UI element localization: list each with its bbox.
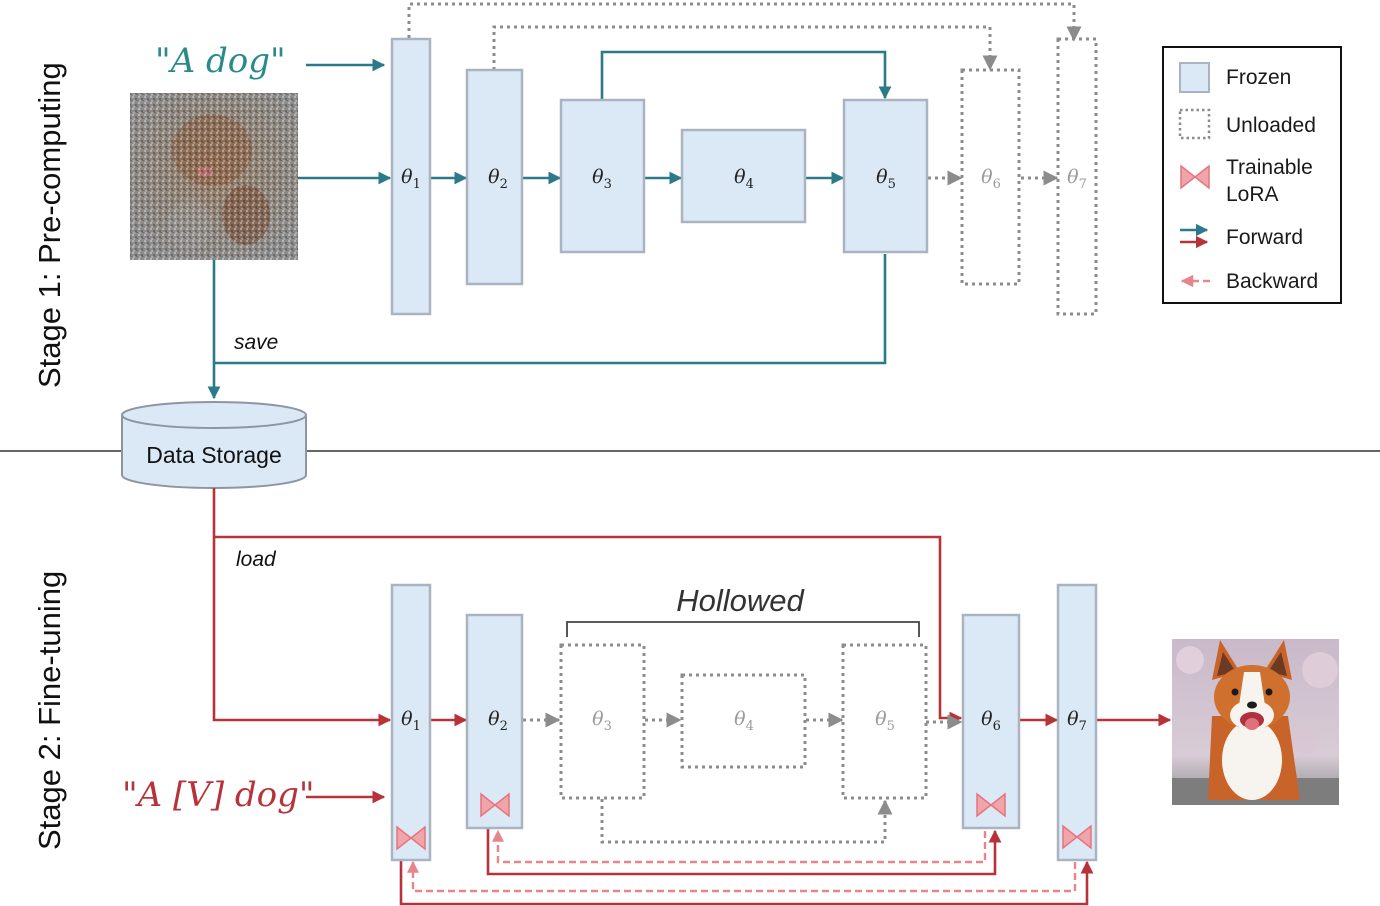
svg-text:θ7: θ7 <box>1067 708 1087 734</box>
s2-block-theta6: θ6 <box>961 613 1021 830</box>
s2-theta4-symbol: θ <box>734 708 746 730</box>
legend: Frozen Unloaded Trainable LoRA Forward B… <box>1162 46 1342 304</box>
s1-theta3-sub: 3 <box>604 177 612 192</box>
s2-theta2-symbol: θ <box>488 708 500 730</box>
svg-text:θ5: θ5 <box>876 166 896 192</box>
s2-skip-2-6 <box>486 829 1002 876</box>
s1-theta7-sub: 7 <box>1079 177 1087 192</box>
s1-theta3-symbol: θ <box>592 166 604 188</box>
legend-frozen-label: Frozen <box>1226 66 1291 89</box>
s2-backward-7-1 <box>407 860 1077 893</box>
s1-theta2-symbol: θ <box>488 166 500 188</box>
svg-text:θ6: θ6 <box>981 166 1001 192</box>
s2-block-theta3: θ3 <box>559 643 646 800</box>
s1-block-theta2: θ2 <box>465 68 524 286</box>
s2-backward-6-2 <box>492 829 987 864</box>
legend-backward-label: Backward <box>1226 270 1318 293</box>
s2-theta3-symbol: θ <box>592 708 604 730</box>
s2-block-theta5: θ5 <box>841 643 928 800</box>
hollowed-bracket <box>566 621 920 637</box>
svg-text:θ6: θ6 <box>981 708 1001 734</box>
s1-block-theta1: θ1 <box>390 37 432 316</box>
s1-block-theta5: θ5 <box>842 98 929 254</box>
s2-theta6-lora-icon <box>976 792 1006 818</box>
s1-theta5-sub: 5 <box>888 177 896 192</box>
s2-theta3-sub: 3 <box>604 719 612 734</box>
noisy-dog-image <box>130 93 298 260</box>
s1-theta7-symbol: θ <box>1067 166 1079 188</box>
s1-block-theta3: θ3 <box>559 98 646 254</box>
s2-theta2-lora-icon <box>480 792 510 818</box>
svg-text:θ4: θ4 <box>734 166 754 192</box>
s2-theta5-sub: 5 <box>887 719 895 734</box>
s1-theta4-sub: 4 <box>746 177 754 192</box>
s2-load-to-theta1 <box>212 488 392 727</box>
legend-lora-label-line2: LoRA <box>1226 183 1279 206</box>
s1-theta2-sub: 2 <box>500 177 508 192</box>
s2-theta1-sub: 1 <box>413 719 421 734</box>
s2-theta7-lora-icon <box>1062 824 1092 850</box>
load-label: load <box>236 548 277 571</box>
s2-theta5-symbol: θ <box>875 708 887 730</box>
s2-theta4-sub: 4 <box>746 719 754 734</box>
s1-skip-1-7 <box>407 2 1082 42</box>
svg-text:θ3: θ3 <box>592 708 612 734</box>
s1-skip-2-6 <box>492 25 998 71</box>
svg-text:θ5: θ5 <box>875 708 895 734</box>
s2-theta1-symbol: θ <box>401 708 413 730</box>
s1-block-theta4: θ4 <box>680 128 807 224</box>
svg-text:θ4: θ4 <box>734 708 754 734</box>
data-storage-label: Data Storage <box>146 442 282 468</box>
legend-unloaded-swatch <box>1178 108 1211 140</box>
s1-block-theta7: θ7 <box>1056 37 1098 316</box>
s1-skip-3-5 <box>600 50 892 100</box>
s2-theta2-sub: 2 <box>500 719 508 734</box>
s2-block-theta2: θ2 <box>465 613 524 830</box>
svg-text:θ7: θ7 <box>1067 166 1087 192</box>
s1-theta4-symbol: θ <box>734 166 746 188</box>
svg-text:θ1: θ1 <box>401 708 421 734</box>
s2-skip-3-5 <box>600 799 893 844</box>
stage2-label: Stage 2: Fine-tuning <box>32 571 67 850</box>
s1-theta6-sub: 6 <box>993 177 1001 192</box>
s2-skip-1-7 <box>399 860 1094 906</box>
s2-theta6-symbol: θ <box>981 708 993 730</box>
s2-theta1-lora-icon <box>396 825 426 851</box>
svg-text:θ2: θ2 <box>488 166 508 192</box>
s1-theta6-symbol: θ <box>981 166 993 188</box>
legend-lora-icon <box>1180 164 1210 190</box>
stage2-prompt: "A [V] dog" <box>122 775 315 815</box>
s2-theta6-sub: 6 <box>993 719 1001 734</box>
s1-theta5-symbol: θ <box>876 166 888 188</box>
output-dog-image <box>1172 639 1339 805</box>
legend-frozen-swatch <box>1179 62 1210 93</box>
s2-load-to-theta6 <box>214 535 963 725</box>
s2-block-theta7: θ7 <box>1056 583 1098 862</box>
s2-block-theta4: θ4 <box>680 673 807 769</box>
s1-block-theta6: θ6 <box>960 68 1021 286</box>
stage1-label: Stage 1: Pre-computing <box>32 62 67 388</box>
save-label: save <box>234 331 278 354</box>
legend-unloaded-label: Unloaded <box>1226 114 1316 137</box>
svg-text:θ3: θ3 <box>592 166 612 192</box>
s1-save-path <box>214 254 887 365</box>
s2-theta7-symbol: θ <box>1067 708 1079 730</box>
legend-lora-label-line1: Trainable <box>1226 156 1313 179</box>
stage1-prompt: "A dog" <box>155 41 286 81</box>
legend-forward-label: Forward <box>1226 226 1303 249</box>
data-storage: Data Storage <box>121 401 307 489</box>
s1-theta1-sub: 1 <box>413 177 421 192</box>
svg-text:θ1: θ1 <box>401 166 421 192</box>
svg-text:θ2: θ2 <box>488 708 508 734</box>
s2-block-theta1: θ1 <box>390 583 432 862</box>
s2-theta7-sub: 7 <box>1079 719 1087 734</box>
s1-theta1-symbol: θ <box>401 166 413 188</box>
hollowed-label: Hollowed <box>676 583 805 618</box>
